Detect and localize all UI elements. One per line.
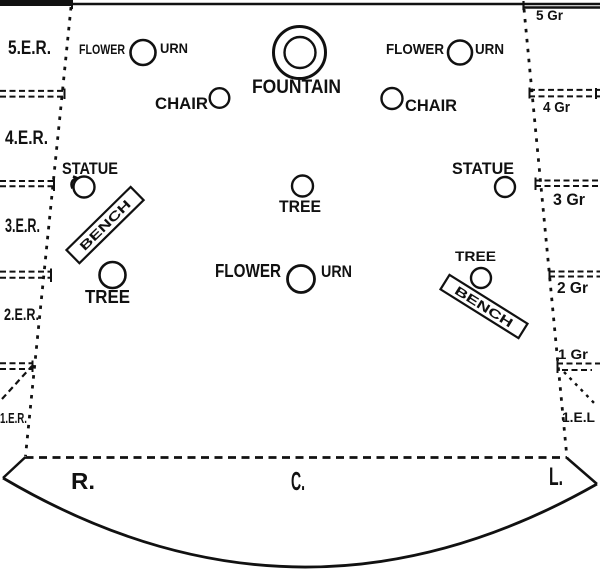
svg-text:R.: R. <box>71 468 95 494</box>
svg-text:4.E.R.: 4.E.R. <box>5 128 48 149</box>
svg-text:C.: C. <box>291 466 305 496</box>
svg-text:URN: URN <box>475 41 504 58</box>
svg-text:2.E.R.: 2.E.R. <box>4 305 39 324</box>
svg-text:1 Gr: 1 Gr <box>558 346 589 362</box>
svg-text:3.E.R.: 3.E.R. <box>5 216 40 237</box>
svg-text:3 Gr: 3 Gr <box>553 190 585 209</box>
svg-text:4 Gr: 4 Gr <box>543 99 570 116</box>
svg-text:FLOWER: FLOWER <box>215 261 281 281</box>
svg-text:URN: URN <box>321 262 352 281</box>
svg-text:TREE: TREE <box>85 287 130 307</box>
svg-text:FLOWER: FLOWER <box>386 41 444 58</box>
svg-text:STATUE: STATUE <box>452 159 514 178</box>
svg-text:1.E.L: 1.E.L <box>562 409 595 425</box>
svg-text:5 Gr: 5 Gr <box>536 7 564 23</box>
svg-text:L.: L. <box>549 463 563 491</box>
svg-text:FLOWER: FLOWER <box>79 41 125 57</box>
svg-text:CHAIR: CHAIR <box>405 96 457 115</box>
svg-text:2 Gr: 2 Gr <box>557 280 588 297</box>
svg-text:1.E.R.: 1.E.R. <box>0 410 27 427</box>
svg-text:URN: URN <box>160 40 188 56</box>
svg-text:TREE: TREE <box>279 198 321 216</box>
svg-text:STATUE: STATUE <box>62 160 118 178</box>
svg-text:FOUNTAIN: FOUNTAIN <box>252 76 341 98</box>
svg-text:TREE: TREE <box>455 248 496 264</box>
svg-text:5.E.R.: 5.E.R. <box>8 38 51 59</box>
svg-text:CHAIR: CHAIR <box>155 95 208 113</box>
